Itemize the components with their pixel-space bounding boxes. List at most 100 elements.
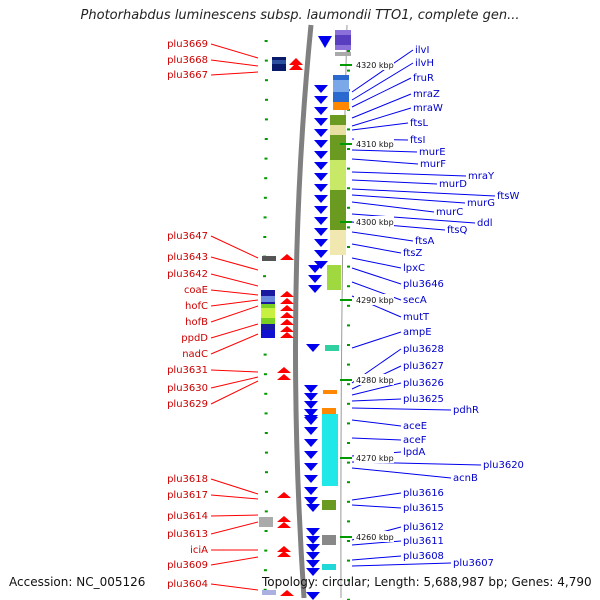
left-connector-line xyxy=(210,514,259,517)
right-gene-label: plu3628 xyxy=(403,344,444,355)
gene-block xyxy=(261,308,275,318)
gene-block xyxy=(322,564,336,570)
right-gene-label: murF xyxy=(420,159,446,170)
gene-block xyxy=(262,590,276,595)
tick-dot xyxy=(347,128,350,131)
right-gene-label: ftsA xyxy=(415,236,434,247)
kbp-label-bg xyxy=(354,216,394,227)
right-connector-line xyxy=(351,504,402,509)
right-connector-line xyxy=(351,492,402,501)
tick-dot xyxy=(347,285,350,288)
reverse-arrow xyxy=(314,195,328,203)
right-connector-line xyxy=(351,49,414,93)
left-connector-line xyxy=(210,583,259,591)
right-connector-line xyxy=(351,419,402,427)
left-gene-label: plu3613 xyxy=(167,529,208,540)
right-gene-label: ftsI xyxy=(410,135,425,146)
forward-arrow xyxy=(280,305,294,311)
tick-dot xyxy=(263,236,267,238)
left-connector-line xyxy=(210,289,259,296)
tick-dot xyxy=(264,79,268,82)
tick-dot xyxy=(347,69,350,72)
kbp-label-bg xyxy=(354,374,394,385)
right-connector-line xyxy=(351,243,402,254)
reverse-arrow-stack xyxy=(304,85,328,600)
right-gene-label: aceF xyxy=(403,435,427,446)
reverse-arrow xyxy=(306,544,320,552)
tick-dot xyxy=(264,451,268,454)
kbp-label: 4300 kbp xyxy=(356,218,394,227)
tick-dot xyxy=(347,422,350,425)
reverse-arrow xyxy=(314,173,328,181)
tick-dot xyxy=(347,579,350,582)
gene-block xyxy=(327,265,341,290)
reverse-arrow xyxy=(306,536,320,544)
reverse-arrow xyxy=(306,592,320,600)
reverse-arrow xyxy=(314,250,328,258)
reverse-arrow xyxy=(304,451,318,459)
reverse-arrow xyxy=(304,427,318,435)
kbp-label: 4320 kbp xyxy=(356,61,394,70)
forward-arrow xyxy=(280,312,294,318)
gene-block xyxy=(330,230,346,255)
tick-dot xyxy=(347,481,350,484)
right-gene-label: plu3612 xyxy=(403,522,444,533)
forward-arrow xyxy=(280,298,294,304)
tick-dot xyxy=(264,530,268,532)
left-connector-line xyxy=(210,256,259,271)
tick-dot xyxy=(347,187,350,190)
tick-dot xyxy=(347,324,350,327)
forward-arrow xyxy=(280,319,294,325)
forward-arrow xyxy=(289,63,303,70)
map-title: Photorhabdus luminescens subsp. laumondi… xyxy=(80,8,520,23)
right-gene-label: aceE xyxy=(403,421,427,432)
tick-dot xyxy=(265,471,268,474)
reverse-arrow xyxy=(308,275,322,283)
kbp-label: 4310 kbp xyxy=(356,140,394,149)
gene-block xyxy=(333,102,349,110)
tick-dot xyxy=(347,304,350,307)
reverse-arrow xyxy=(304,415,318,423)
left-connector-line xyxy=(210,299,259,307)
right-gene-label: mraZ xyxy=(413,89,440,100)
reverse-arrow xyxy=(314,184,328,192)
gene-block xyxy=(322,408,336,414)
right-gene-label: plu3615 xyxy=(403,503,444,514)
genome-summary: Topology: circular; Length: 5,688,987 bp… xyxy=(262,575,592,589)
left-connector-line xyxy=(210,71,259,76)
left-connector-line xyxy=(210,521,259,535)
tick-dot xyxy=(264,549,268,552)
gene-block xyxy=(261,296,275,302)
left-gene-blocks xyxy=(259,57,303,596)
reverse-arrow xyxy=(304,487,318,495)
right-gene-label: ddl xyxy=(477,218,492,229)
gene-block xyxy=(261,330,275,338)
gene-block xyxy=(262,256,276,261)
left-gene-label: plu3618 xyxy=(167,474,208,485)
tick-dot xyxy=(347,363,350,366)
left-connector-line xyxy=(210,494,259,500)
left-gene-label: plu3643 xyxy=(167,252,208,263)
reverse-arrow xyxy=(304,393,318,401)
left-gene-label: ppdD xyxy=(181,333,208,344)
reverse-arrow xyxy=(314,118,328,126)
left-gene-label: plu3630 xyxy=(167,383,208,394)
right-connector-line xyxy=(351,437,402,441)
reverse-arrow xyxy=(304,497,318,505)
right-connector-line xyxy=(351,93,412,119)
forward-arrow xyxy=(280,332,294,338)
right-gene-label: plu3625 xyxy=(403,394,444,405)
gene-block xyxy=(330,160,346,190)
tick-dot xyxy=(264,118,268,121)
forward-arrow xyxy=(277,551,291,557)
right-gene-label: plu3608 xyxy=(403,551,444,562)
left-gene-label: coaE xyxy=(184,285,208,296)
tick-dot xyxy=(264,392,268,395)
tick-dot xyxy=(347,226,350,229)
right-gene-label: plu3627 xyxy=(403,361,444,372)
tick-dot xyxy=(264,490,268,493)
right-connector-line xyxy=(351,231,414,242)
left-connector-line xyxy=(210,369,259,373)
reverse-arrow xyxy=(308,265,322,273)
